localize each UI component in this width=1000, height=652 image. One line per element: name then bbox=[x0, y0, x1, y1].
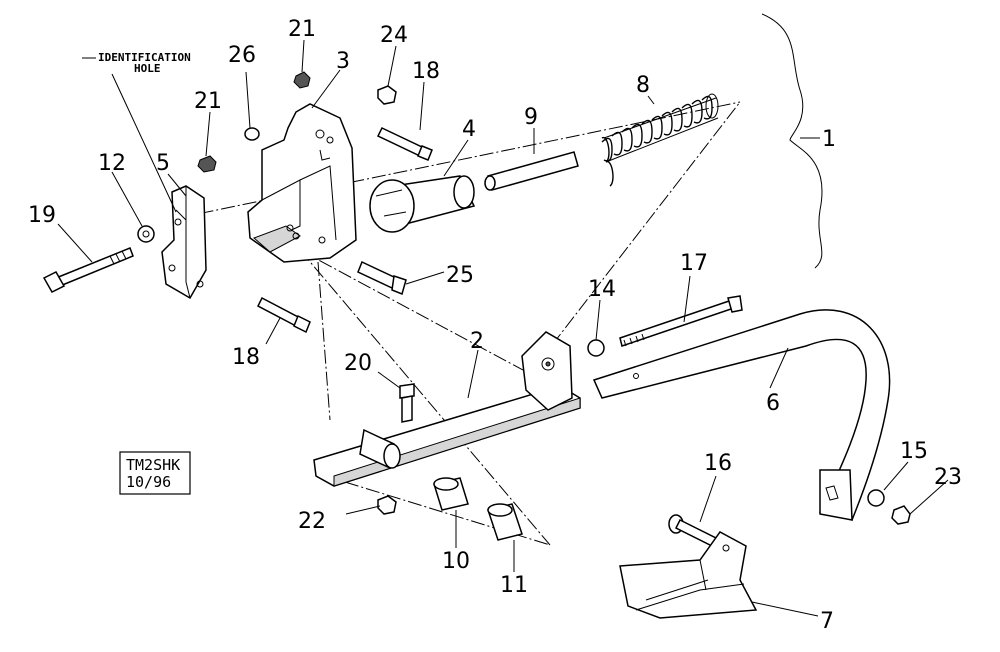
part-23-nut bbox=[891, 505, 911, 525]
callout-9: 9 bbox=[524, 105, 538, 130]
part-21-nut-left bbox=[197, 155, 217, 173]
callout-22: 22 bbox=[298, 509, 326, 534]
part-18-bolt-upper bbox=[376, 127, 433, 161]
part-4-spring-guide bbox=[369, 175, 476, 233]
callout-15: 15 bbox=[900, 439, 928, 464]
part-7-sweep bbox=[619, 531, 758, 619]
part-15-washer bbox=[867, 489, 885, 507]
callout-24: 24 bbox=[380, 23, 408, 48]
callout-16: 16 bbox=[704, 451, 732, 476]
callout-26: 26 bbox=[228, 43, 256, 68]
part-14-washer bbox=[587, 339, 605, 357]
part-16-bolt bbox=[668, 514, 722, 550]
drawing-stamp-id: TM2SHK bbox=[126, 456, 180, 474]
callout-21-top: 21 bbox=[288, 17, 316, 42]
drawing-stamp-date: 10/96 bbox=[126, 473, 171, 491]
part-24-nut bbox=[377, 85, 397, 105]
callout-19: 19 bbox=[28, 203, 56, 228]
callout-23: 23 bbox=[934, 465, 962, 490]
part-19-bolt bbox=[42, 247, 134, 293]
callout-7: 7 bbox=[820, 609, 834, 634]
leader-lines bbox=[57, 39, 949, 617]
identification-hole-line1: IDENTIFICATION bbox=[98, 51, 191, 64]
part-22-nut bbox=[377, 495, 397, 515]
part-9-rod bbox=[484, 151, 579, 191]
part-26-washer bbox=[244, 127, 260, 141]
part-2-upright bbox=[521, 331, 573, 411]
callout-21-left: 21 bbox=[194, 89, 222, 114]
part-2-sleeve bbox=[359, 428, 401, 470]
callout-6: 6 bbox=[766, 391, 780, 416]
part-6-shank bbox=[592, 309, 891, 521]
callout-20: 20 bbox=[344, 351, 372, 376]
callout-8: 8 bbox=[636, 73, 650, 98]
part-11-bushing bbox=[487, 503, 523, 541]
part-21-nut-top bbox=[293, 71, 311, 89]
callout-18-upper: 18 bbox=[412, 59, 440, 84]
assembly-brace bbox=[761, 13, 823, 269]
callout-3: 3 bbox=[336, 49, 350, 74]
callout-10: 10 bbox=[442, 549, 470, 574]
callout-11: 11 bbox=[500, 573, 528, 598]
callout-numbers: 1 2 3 4 5 6 7 8 9 10 11 12 14 15 16 17 1… bbox=[28, 17, 962, 634]
part-25-bolt bbox=[357, 260, 407, 296]
part-8-spring bbox=[601, 93, 719, 187]
callout-25: 25 bbox=[446, 263, 474, 288]
part-10-bushing bbox=[433, 477, 469, 511]
callout-4: 4 bbox=[462, 117, 476, 142]
callout-2: 2 bbox=[470, 329, 484, 354]
callout-17: 17 bbox=[680, 251, 708, 276]
part-17-bolt bbox=[619, 295, 743, 347]
part-20-pivot-bolt bbox=[399, 383, 415, 423]
callout-12: 12 bbox=[98, 151, 126, 176]
drawing-stamp-box bbox=[119, 451, 191, 495]
part-18-bolt-lower bbox=[257, 296, 311, 334]
part-5-mount-plate bbox=[161, 185, 207, 300]
part-3-bracket bbox=[247, 103, 357, 263]
callout-14: 14 bbox=[588, 277, 616, 302]
callout-1: 1 bbox=[822, 127, 836, 152]
callout-5: 5 bbox=[156, 151, 170, 176]
callout-18-lower: 18 bbox=[232, 345, 260, 370]
part-12-washer bbox=[137, 225, 155, 243]
identification-hole-line2: HOLE bbox=[134, 62, 161, 75]
